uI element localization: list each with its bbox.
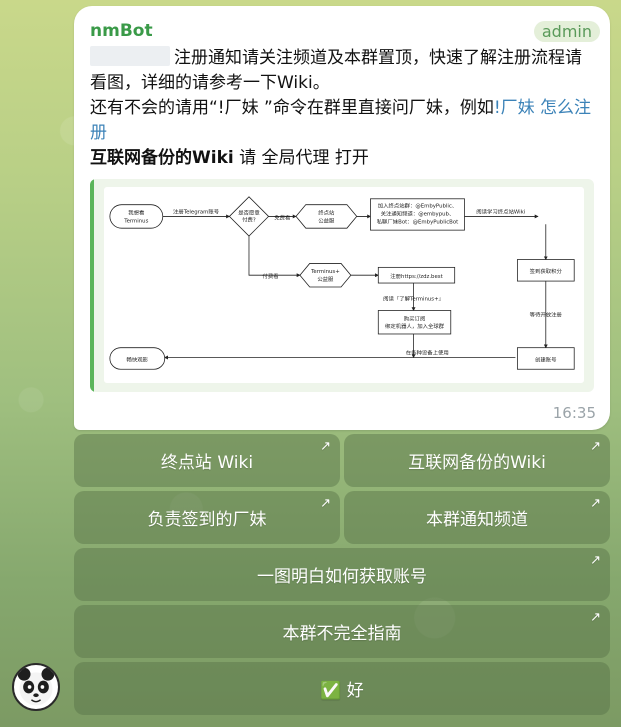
flow-end-node [109,347,166,370]
button-account-diagram[interactable]: 一图明白如何获取账号 ↗ [74,548,610,601]
button-ok[interactable]: ✅ 好 [74,662,610,715]
button-label: ✅ 好 [320,681,364,701]
flow-start-node [109,204,164,229]
flow-create-node [516,347,575,370]
external-link-icon: ↗ [320,496,331,511]
external-link-icon: ↗ [590,496,601,511]
message-bubble[interactable]: nmBot admin 注册通知请关注频道及本群置顶，快速了解注册流程请看图，详… [74,6,610,430]
flow-signin-node [516,259,575,282]
flow-buy-label-1: 购买订阅 [404,314,425,322]
message-line-1: 注册通知请关注频道及本群置顶，快速了解注册流程请看图，详细的请参考一下Wiki。 [90,48,582,93]
flow-join-label-3: 私聊厂妹Bot：@EmbyPublicBot [377,217,459,225]
flow-edge-learn: 阅读『了解Terminus+』 [383,295,444,303]
registration-flowchart[interactable]: 我想看 Terminus 注册Telegram账号 是否愿意 付费? 免费看 终… [104,187,584,383]
button-group-guide[interactable]: 本群不完全指南 ↗ [74,605,610,658]
button-label: 负责签到的厂妹 [147,510,267,530]
flow-edge-register: 注册Telegram账号 [173,207,219,215]
flow-buy-label-2: 绑定机器人，加入全球群 [385,322,445,330]
flow-free-group-label-2: 公益服 [318,216,335,224]
button-label: 一图明白如何获取账号 [257,567,427,587]
message-line-2: 还有不会的请用“!厂妹 ”命令在群里直接问厂妹，例如 [90,98,494,118]
flow-join-label-2: 关注通知频道：@embypub、 [381,209,455,217]
command-link[interactable]: !厂妹 怎么注册 [90,98,592,143]
external-link-icon: ↗ [590,610,601,625]
flow-end-label: 畅快观影 [127,355,149,363]
button-label: 本群通知频道 [426,510,528,530]
flow-edge-paid: 付费看 [262,272,279,280]
flow-free-group-node [295,204,358,229]
message-time: 16:35 [552,404,596,422]
message-text: 注册通知请关注频道及本群置顶，快速了解注册流程请看图，详细的请参考一下Wiki。… [90,46,594,171]
sender-name[interactable]: nmBot [90,21,153,41]
flow-free-group-label-1: 终点站 [318,208,335,216]
flow-create-label: 创建账号 [535,355,557,363]
button-terminus-wiki[interactable]: 终点站 Wiki ↗ [74,434,340,487]
redacted-mention [90,46,170,66]
flow-paid-group-label-2: 公益服 [317,275,334,283]
button-label: 互联网备份的Wiki [408,453,546,473]
external-link-icon: ↗ [590,439,601,454]
flow-decision-label-2: 付费? [242,215,256,223]
preview-accent-bar [90,179,94,392]
flow-start-label-2: Terminus [123,218,148,224]
flow-edge-use: 在各种设备上使用 [406,349,449,357]
message-header: nmBot admin [90,20,600,42]
button-label: 终点站 Wiki [160,453,254,473]
external-link-icon: ↗ [320,439,331,454]
admin-badge: admin [533,20,600,42]
flow-paid-group-label-1: Terminus+ [310,269,340,275]
flow-edge-free: 免费看 [274,213,291,221]
flow-join-node [370,198,465,231]
flow-register-site-node [377,266,456,284]
flow-register-site-label: 注册https://zdz.best [390,272,442,280]
message-line-3: 请 全局代理 打开 [233,148,369,168]
button-backup-wiki[interactable]: 互联网备份的Wiki ↗ [344,434,610,487]
flow-join-label-1: 加入终点站群：@EmbyPublic、 [378,202,458,210]
flow-decision-label-1: 是否愿意 [238,208,260,216]
flow-start-label-1: 我想看 [128,208,145,216]
bot-avatar[interactable] [12,663,60,711]
button-notice-channel[interactable]: 本群通知频道 ↗ [344,491,610,544]
button-label: 本群不完全指南 [282,624,402,644]
flow-buy-node [377,310,452,335]
flow-paid-group-node [299,263,352,288]
external-link-icon: ↗ [590,553,601,568]
flow-decision-node [228,196,270,237]
wiki-backup-link[interactable]: 互联网备份的Wiki [90,148,234,168]
flow-edge-read: 阅读学习终点站Wiki [476,207,525,215]
link-preview[interactable]: 我想看 Terminus 注册Telegram账号 是否愿意 付费? 免费看 终… [90,179,594,392]
button-signin-bot[interactable]: 负责签到的厂妹 ↗ [74,491,340,544]
flow-edge-wait: 等待开放注册 [530,310,563,318]
panda-avatar-icon [17,667,55,706]
flow-signin-label: 签到获取积分 [530,267,563,275]
